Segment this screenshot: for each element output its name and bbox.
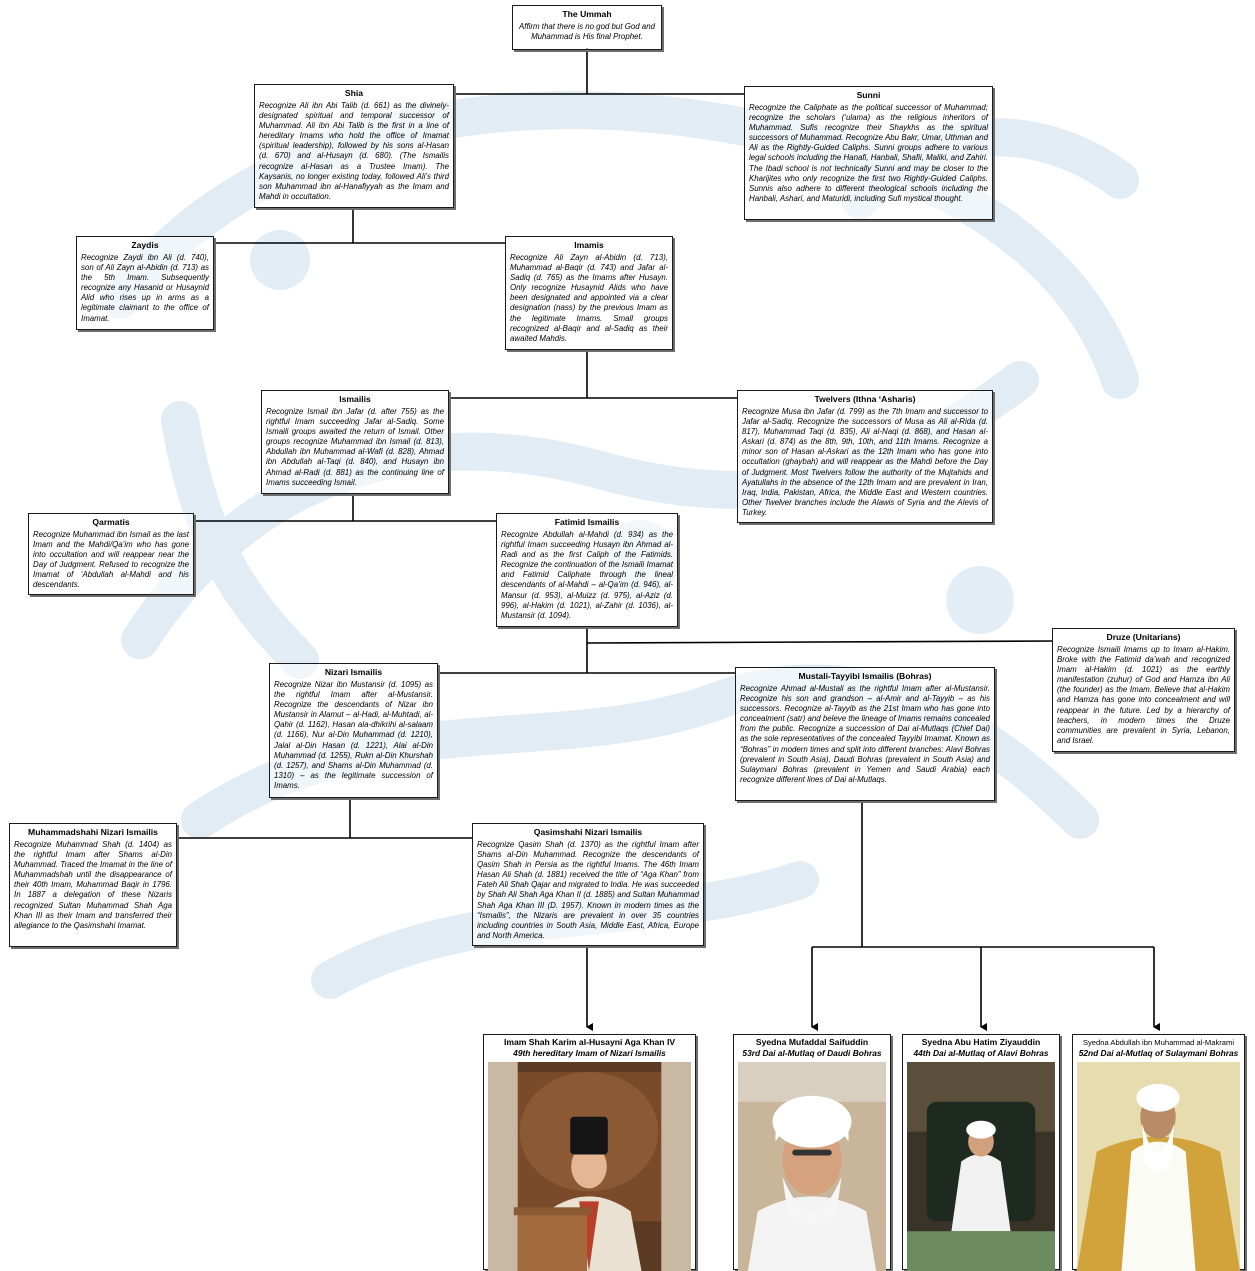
node-body: Recognize Ismaili Imams up to Imam al-Ha… — [1057, 645, 1230, 745]
node-body: Recognize Musa ibn Jafar (d. 799) as the… — [742, 407, 988, 517]
node-title: Qasimshahi Nizari Ismailis — [533, 827, 643, 837]
node-body: Recognize Ali Zayn al-Abidin (d. 713), M… — [510, 253, 668, 343]
node-body: Recognize Muhammad Shah (d. 1404) as the… — [14, 840, 172, 930]
node-druze: Druze (Unitarians) Recognize Ismaili Ima… — [1052, 628, 1235, 752]
portrait-photo-daudi — [738, 1062, 886, 1271]
node-body: Recognize the Caliphate as the political… — [749, 103, 988, 203]
portrait-card-daudi: Syedna Mufaddal Saifuddin 53rd Dai al-Mu… — [733, 1034, 891, 1271]
node-shia: Shia Recognize Ali ibn Abi Talib (d. 661… — [254, 84, 454, 208]
node-sunni: Sunni Recognize the Caliphate as the pol… — [744, 86, 993, 220]
portrait-card-sulaymani: Syedna Abdullah ibn Muhammad al-Makrami … — [1072, 1034, 1245, 1271]
portrait-card-alavi: Syedna Abu Hatim Ziyauddin 44th Dai al-M… — [902, 1034, 1060, 1271]
node-body: Affirm that there is no god but God and … — [519, 22, 655, 42]
portrait-title: 52nd Dai al-Mutlaq of Sulaymani Bohras — [1078, 1048, 1239, 1058]
node-nizari: Nizari Ismailis Recognize Nizar ibn Must… — [269, 663, 438, 798]
node-ismailis: Ismailis Recognize Ismail ibn Jafar (d. … — [261, 390, 449, 494]
node-qarmatis: Qarmatis Recognize Muhammad ibn Ismail a… — [28, 513, 194, 595]
node-body: Recognize Qasim Shah (d. 1370) as the ri… — [477, 840, 699, 940]
node-body: Recognize Abdullah al-Mahdi (d. 934) as … — [501, 530, 673, 620]
node-title: The Ummah — [562, 9, 612, 19]
node-twelvers: Twelvers (Ithna ‘Asharis) Recognize Musa… — [737, 390, 993, 523]
node-muhammadshahi: Muhammadshahi Nizari Ismailis Recognize … — [9, 823, 177, 947]
node-title: Mustali-Tayyibi Ismailis (Bohras) — [798, 671, 932, 681]
connector-fatimid-druze — [586, 640, 1054, 644]
portrait-name: Syedna Mufaddal Saifuddin — [755, 1037, 869, 1047]
node-title: Shia — [344, 88, 364, 98]
node-title: Nizari Ismailis — [324, 667, 383, 677]
node-title: Muhammadshahi Nizari Ismailis — [28, 827, 158, 837]
node-qasimshahi: Qasimshahi Nizari Ismailis Recognize Qas… — [472, 823, 704, 946]
node-title: Qarmatis — [92, 517, 130, 527]
node-body: Recognize Ismail ibn Jafar (d. after 755… — [266, 407, 444, 487]
portrait-name: Syedna Abu Hatim Ziyauddin — [921, 1037, 1041, 1047]
node-title: Imamis — [574, 240, 604, 250]
portrait-card-aga-khan: Imam Shah Karim al-Husayni Aga Khan IV 4… — [483, 1034, 696, 1271]
node-mustali: Mustali-Tayyibi Ismailis (Bohras) Recogn… — [735, 667, 995, 801]
node-body: Recognize Ali ibn Abi Talib (d. 661) as … — [259, 101, 449, 201]
portrait-photo-aga-khan — [488, 1062, 691, 1271]
portrait-title: 49th hereditary Imam of Nizari Ismailis — [513, 1048, 666, 1058]
node-fatimid: Fatimid Ismailis Recognize Abdullah al-M… — [496, 513, 678, 627]
node-title: Ismailis — [339, 394, 371, 404]
portrait-name: Imam Shah Karim al-Husayni Aga Khan IV — [503, 1037, 676, 1047]
node-body: Recognize Zaydi ibn Ali (d. 740), son of… — [81, 253, 209, 323]
node-title: Sunni — [856, 90, 881, 100]
node-title: Druze (Unitarians) — [1106, 632, 1181, 642]
node-ummah: The Ummah Affirm that there is no god bu… — [512, 5, 662, 50]
portrait-title: 44th Dai al-Mutlaq of Alavi Bohras — [913, 1048, 1049, 1058]
node-imamis: Imamis Recognize Ali Zayn al-Abidin (d. … — [505, 236, 673, 350]
portrait-name: Syedna Abdullah ibn Muhammad al-Makrami — [1082, 1038, 1235, 1047]
node-title: Twelvers (Ithna ‘Asharis) — [814, 394, 916, 404]
portrait-photo-alavi — [907, 1062, 1055, 1271]
node-body: Recognize Nizar ibn Mustansir (d. 1095) … — [274, 680, 433, 790]
node-title: Zaydis — [131, 240, 159, 250]
node-title: Fatimid Ismailis — [554, 517, 620, 527]
node-body: Recognize Ahmad al-Mustali as the rightf… — [740, 684, 991, 784]
node-body: Recognize Muhammad ibn Ismail as the las… — [33, 530, 189, 590]
portrait-title: 53rd Dai al-Mutlaq of Daudi Bohras — [742, 1048, 882, 1058]
node-zaydis: Zaydis Recognize Zaydi ibn Ali (d. 740),… — [76, 236, 214, 330]
portrait-photo-sulaymani — [1077, 1062, 1240, 1271]
